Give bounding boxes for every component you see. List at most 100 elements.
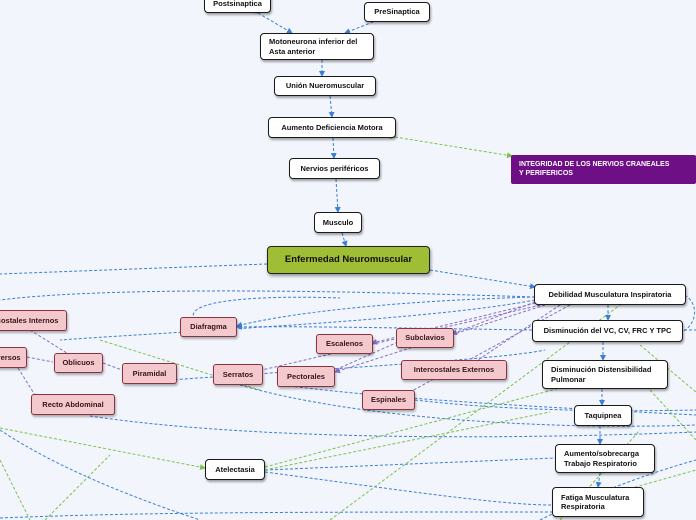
edge-green-4 [264, 411, 551, 471]
node-serratos-label: Serratos [222, 369, 254, 379]
edge-enf-debilidad [424, 266, 536, 290]
edge-green-11 [624, 469, 696, 491]
node-sobrecarga-line2: Trabajo Respiratorio [564, 458, 637, 468]
edge-sub-pect [334, 341, 399, 371]
node-fatiga-line2: Respiratoria [561, 502, 605, 511]
node-oblicuos-label: Oblicuos [62, 358, 95, 368]
node-transversos[interactable]: Transversos [0, 347, 27, 368]
edge-post-moto [252, 7, 293, 34]
node-oblicuos[interactable]: Oblicuos [54, 353, 103, 373]
edge-left-bottom [0, 429, 201, 520]
node-escalenos[interactable]: Escalenos [316, 334, 373, 354]
node-aumento-label: Aumento Deficiencia Motora [281, 122, 383, 132]
node-union-label: Unión Nueromuscular [285, 81, 365, 91]
node-motoneurona[interactable]: Motoneurona inferior del Asta anterior [260, 33, 374, 60]
node-integridad-line1: INTEGRIDAD DE LOS NERVIOS CRANEALES [519, 160, 670, 168]
edge-deb-escalenos [371, 301, 541, 345]
edge-inter-oblic [29, 329, 71, 356]
edge-musculo-enf [337, 227, 348, 247]
node-debilidad-label: Debilidad Musculatura Inspiratoria [548, 289, 672, 299]
node-motoneurona-line1: Motoneurona inferior del [269, 37, 358, 47]
edge-trans-oblic [26, 356, 54, 363]
node-presinaptica-label: PreSinaptica [374, 7, 420, 17]
edge-sob-fat [595, 467, 604, 488]
node-aumento-sobrecarga[interactable]: Aumento/sobrecarga Trabajo Respiratorio [555, 444, 655, 473]
node-intercostales-externos[interactable]: Intercostales Externos [401, 360, 507, 380]
node-intercostales-internos[interactable]: Intercostales Internos [0, 310, 67, 331]
node-disminucion-dist-line2: Pulmonar [551, 374, 586, 384]
edge-deb-interext [474, 304, 561, 363]
edge-enf-left [0, 260, 273, 275]
edge-recto-right [89, 415, 696, 438]
node-motoneurona-text: Motoneurona inferior del Asta anterior [269, 37, 357, 56]
node-fatiga-text: Fatiga Musculatura Respiratoria [561, 493, 629, 512]
edge-diaf-arc [192, 296, 341, 321]
edge-dism-arc [683, 294, 695, 332]
node-subclavios-label: Subclavios [405, 333, 445, 343]
node-sobrecarga-line1: Aumento/sobrecarga [564, 449, 640, 459]
node-integridad-nervios[interactable]: INTEGRIDAD DE LOS NERVIOS CRANEALES Y PE… [511, 155, 696, 184]
edge-deb-left [0, 290, 536, 301]
node-disminucion-dist-line1: Disminución Distensibilidad [551, 365, 652, 375]
node-atelectasia-label: Atelectasia [215, 464, 255, 474]
node-diafragma[interactable]: Diafragma [180, 317, 237, 337]
node-presinaptica[interactable]: PreSinaptica [364, 2, 430, 22]
edge-deb-diafragma [236, 296, 536, 328]
edge-aumento-integridad [389, 133, 513, 159]
edge-pre-moto [344, 15, 384, 34]
node-pectorales[interactable]: Pectorales [277, 366, 335, 387]
node-postsinaptica-label: Postsinaptica [213, 0, 262, 8]
node-recto-abdominal[interactable]: Recto Abdominal [31, 394, 115, 415]
edge-green-7 [649, 389, 696, 441]
edge-aumento-nervios [329, 132, 337, 159]
edge-atel-fat [264, 471, 553, 506]
node-disminucion-vc-label: Disminución del VC, CV, FRC Y TPC [543, 326, 672, 336]
node-disminucion-dist-text: Disminución Distensibilidad Pulmonar [551, 365, 651, 384]
node-diafragma-label: Diafragma [190, 322, 227, 332]
node-debilidad-inspiratoria[interactable]: Debilidad Musculatura Inspiratoria [534, 284, 686, 305]
edge-green-3 [259, 387, 561, 472]
node-serratos[interactable]: Serratos [213, 364, 263, 385]
node-espinales[interactable]: Espinales [362, 390, 415, 410]
node-postsinaptica[interactable]: Postsinaptica [204, 0, 271, 13]
node-piramidal[interactable]: Piramidal [122, 363, 177, 384]
edge-pir-right [129, 349, 546, 384]
node-musculo[interactable]: Musculo [314, 212, 362, 233]
edge-atel-sob [259, 457, 556, 474]
node-atelectasia[interactable]: Atelectasia [205, 459, 265, 480]
node-piramidal-label: Piramidal [132, 368, 167, 378]
node-disminucion-distensibilidad[interactable]: Disminución Distensibilidad Pulmonar [542, 360, 668, 389]
edge-deb-subclavios [451, 299, 541, 335]
node-nervios-label: Nervios periféricos [300, 163, 369, 173]
node-recto-abdominal-label: Recto Abdominal [42, 399, 104, 409]
node-intercostales-internos-label: Intercostales Internos [0, 315, 59, 325]
edge-bottom-left [0, 511, 561, 519]
node-fatiga-respiratoria[interactable]: Fatiga Musculatura Respiratoria [552, 487, 644, 517]
edge-green-2 [99, 339, 261, 391]
node-fatiga-line1: Fatiga Musculatura [561, 492, 630, 502]
edge-green-6 [639, 344, 696, 393]
node-enfermedad-neuromuscular[interactable]: Enfermedad Neuromuscular [267, 246, 430, 274]
edge-green-10 [0, 459, 31, 520]
node-motoneurona-line2: Asta anterior [269, 46, 316, 56]
edge-green-9 [44, 454, 111, 520]
node-sobrecarga-text: Aumento/sobrecarga Trabajo Respiratorio [564, 449, 639, 468]
edge-trans-recto [17, 367, 36, 396]
edge-espin-right [414, 399, 696, 412]
node-taquipnea[interactable]: Taquipnea [574, 405, 632, 426]
node-taquipnea-label: Taquipnea [584, 410, 622, 420]
node-escalenos-label: Escalenos [325, 339, 364, 349]
node-disminucion-vc[interactable]: Disminución del VC, CV, FRC Y TPC [532, 320, 683, 342]
node-enfermedad-label: Enfermedad Neuromuscular [284, 254, 413, 266]
node-integridad-line2: Y PERIFERICOS [519, 169, 573, 177]
node-aumento-deficiencia[interactable]: Aumento Deficiencia Motora [268, 117, 396, 138]
edge-nervios-musculo [332, 173, 341, 213]
edge-dism-diafragma [236, 323, 533, 331]
edge-pector-right [289, 385, 696, 416]
node-union-neuromuscular[interactable]: Unión Nueromuscular [274, 76, 376, 96]
edge-serr-right [239, 384, 696, 427]
node-nervios-perifericos[interactable]: Nervios periféricos [289, 158, 380, 179]
edge-union-aumento [326, 90, 335, 118]
node-subclavios[interactable]: Subclavios [396, 328, 454, 348]
edge-oblic-pira [102, 362, 123, 371]
